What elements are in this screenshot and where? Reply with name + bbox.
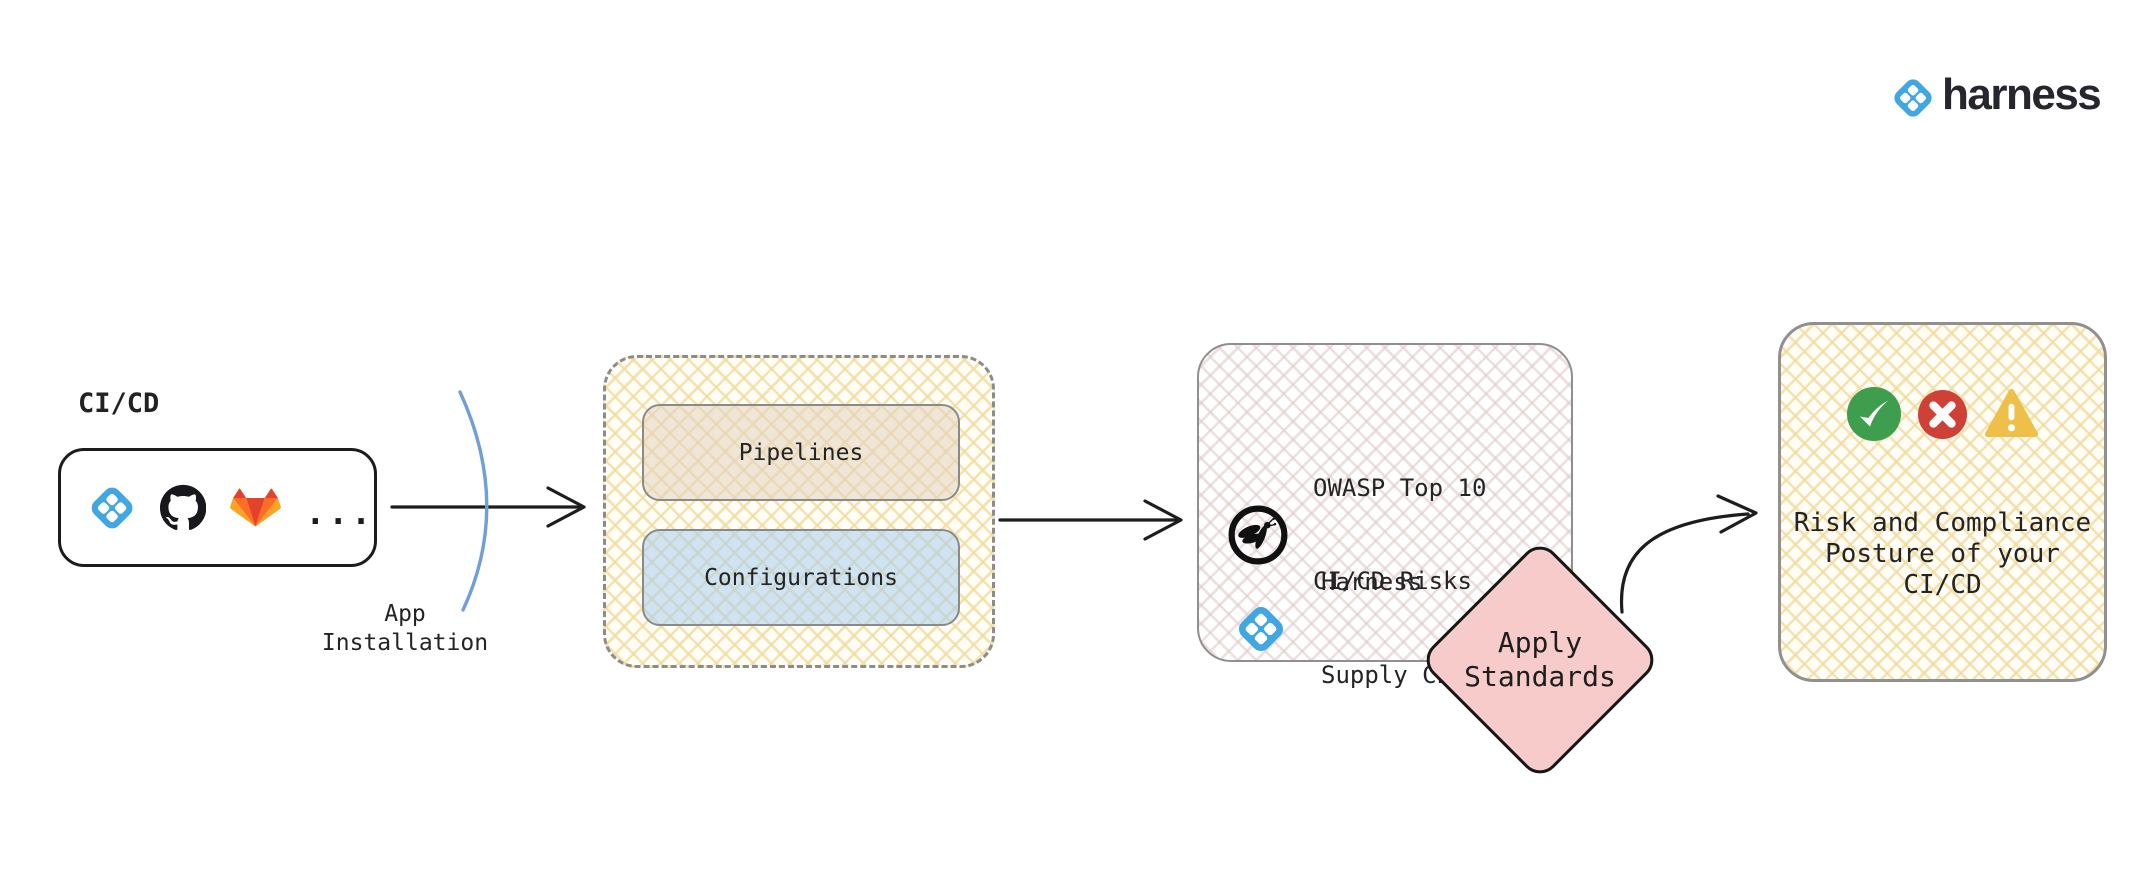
apply-line1: Apply	[1497, 626, 1583, 659]
check-icon	[1847, 387, 1901, 441]
pipelines-label: Pipelines	[738, 439, 864, 466]
harness-supply-line1: Harness	[1321, 568, 1423, 596]
arrow-diamond-to-result	[1619, 512, 1750, 614]
app-installation-line1: App	[384, 601, 426, 627]
gitlab-icon	[230, 487, 281, 529]
arrow-source-to-platform-head	[546, 486, 586, 528]
app-installation-line2: Installation	[321, 630, 489, 656]
result-line2: Posture of your	[1825, 539, 2060, 569]
cicd-label: CI/CD	[78, 388, 160, 419]
apply-standards-label: Apply Standards	[1457, 577, 1623, 743]
ellipsis-icon: ...	[305, 493, 374, 532]
cicd-source-box: ...	[58, 448, 377, 567]
app-installation-curve	[458, 390, 489, 612]
warning-icon	[1984, 389, 2039, 440]
harness-icon	[1235, 603, 1287, 655]
brand-logo-text: harness	[1942, 70, 2102, 119]
harness-icon	[88, 482, 136, 534]
result-status-icons	[1781, 387, 2104, 441]
result-line3: CI/CD	[1903, 570, 1982, 600]
harness-logo-icon	[1891, 76, 1935, 120]
arrow-platform-to-standards-head	[1143, 499, 1183, 541]
result-line1: Risk and Compliance	[1793, 508, 2092, 538]
configurations-label: Configurations	[704, 564, 898, 591]
standards-box: OWASP Top 10 CI/CD Risks Harness Supply …	[1197, 343, 1573, 689]
owasp-line2: CI/CD Risks	[1313, 567, 1472, 595]
result-box: Risk and Compliance Posture of your CI/C…	[1778, 322, 2107, 682]
app-installation-label: App Installation	[295, 600, 515, 658]
platform-box: Pipelines Configurations	[603, 355, 995, 668]
owasp-line1: OWASP Top 10	[1313, 474, 1487, 502]
brand-logo: harness	[1891, 70, 2102, 120]
cross-icon	[1918, 390, 1967, 439]
apply-line2: Standards	[1464, 660, 1616, 693]
configurations-box: Configurations	[642, 529, 960, 626]
github-icon	[160, 483, 206, 533]
owasp-row: OWASP Top 10 CI/CD Risks	[1227, 411, 1486, 659]
arrow-diamond-to-result-head	[1716, 494, 1758, 534]
pipelines-box: Pipelines	[642, 404, 960, 501]
result-text: Risk and Compliance Posture of your CI/C…	[1781, 508, 2104, 601]
